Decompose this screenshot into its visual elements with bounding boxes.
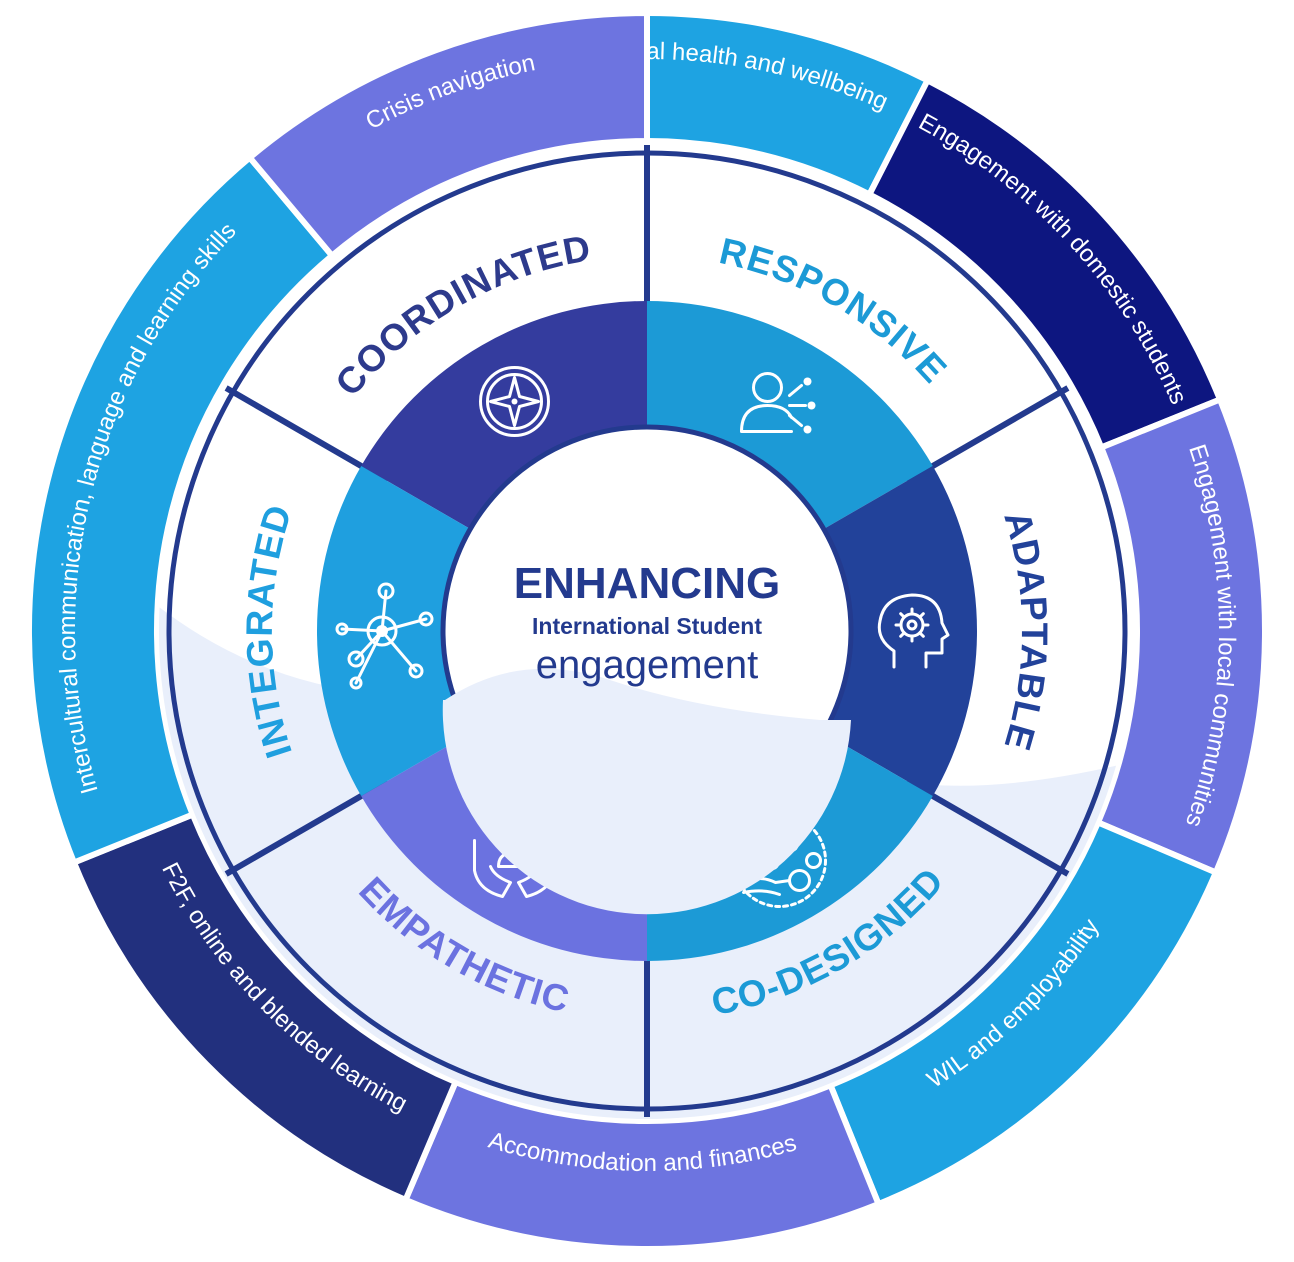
center-hub: ENHANCING International Student engageme… bbox=[440, 424, 854, 915]
center-engagement: engagement bbox=[536, 643, 758, 687]
principle-icon-ring bbox=[317, 301, 978, 961]
principle-divider bbox=[905, 778, 1070, 877]
person-network-icon bbox=[740, 372, 816, 434]
head-gear-icon bbox=[877, 593, 950, 669]
network-node-icon bbox=[335, 582, 434, 690]
principle-divider bbox=[224, 385, 389, 484]
center-wave bbox=[442, 668, 851, 915]
principle-segment-adaptable bbox=[820, 466, 978, 796]
center-title: ENHANCING bbox=[514, 559, 780, 608]
outer-segment-crisis-navigation bbox=[245, 9, 650, 260]
principle-divider bbox=[224, 778, 389, 877]
compass-icon bbox=[479, 366, 550, 438]
principle-divider bbox=[905, 385, 1070, 484]
principle-segment-coordinated bbox=[361, 301, 647, 531]
center-subtitle: International Student bbox=[532, 613, 762, 639]
